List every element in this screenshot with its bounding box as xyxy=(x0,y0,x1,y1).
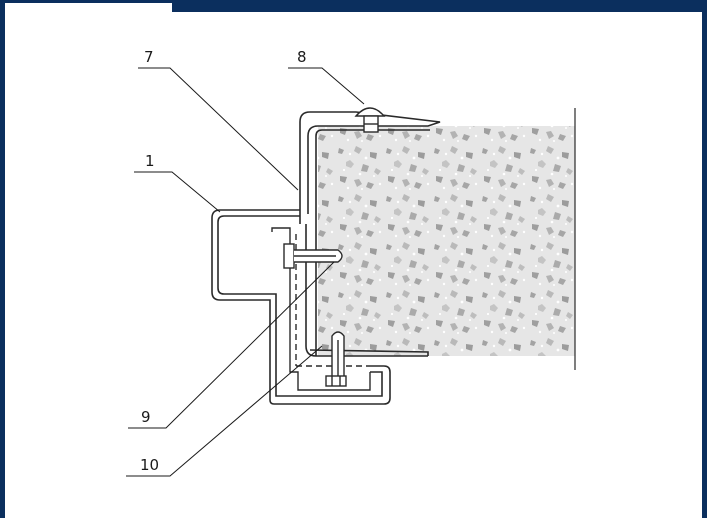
frame-top-left-border xyxy=(0,0,172,3)
frame-left-border xyxy=(0,0,5,518)
callout-9: 9 xyxy=(141,408,151,426)
frame-right-border xyxy=(702,0,707,518)
profile-flashing xyxy=(211,209,391,405)
vertical-anchor-bolt xyxy=(325,331,347,387)
panel-insulation-core xyxy=(318,108,576,370)
callout-8: 8 xyxy=(297,48,307,66)
horizontal-anchor-bolt xyxy=(283,243,343,269)
frame-top-bar xyxy=(172,0,707,12)
panel-steel-skin xyxy=(299,111,441,357)
callout-10: 10 xyxy=(140,456,159,474)
leader-lines xyxy=(126,67,365,477)
callout-7: 7 xyxy=(144,48,154,66)
callout-1: 1 xyxy=(145,152,155,170)
top-rivet xyxy=(354,107,386,133)
